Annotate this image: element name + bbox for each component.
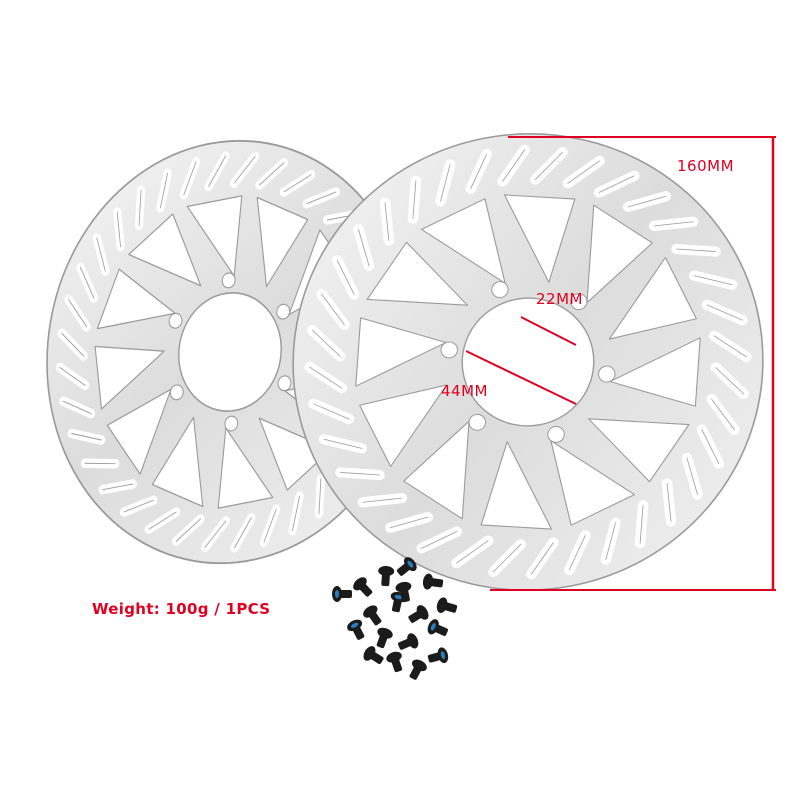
diameter-dimension bbox=[490, 136, 776, 591]
rotor-back bbox=[46, 139, 414, 565]
rotor-bolts bbox=[332, 557, 458, 680]
inner-spacing-label: 22MM bbox=[536, 290, 583, 308]
bolt-spacing-label: 44MM bbox=[441, 382, 488, 400]
rotor-front bbox=[292, 133, 764, 591]
diameter-label: 160MM bbox=[677, 157, 735, 175]
weight-label: Weight: 100g / 1PCS bbox=[92, 600, 271, 618]
bolt-dimension-lines bbox=[465, 316, 577, 405]
